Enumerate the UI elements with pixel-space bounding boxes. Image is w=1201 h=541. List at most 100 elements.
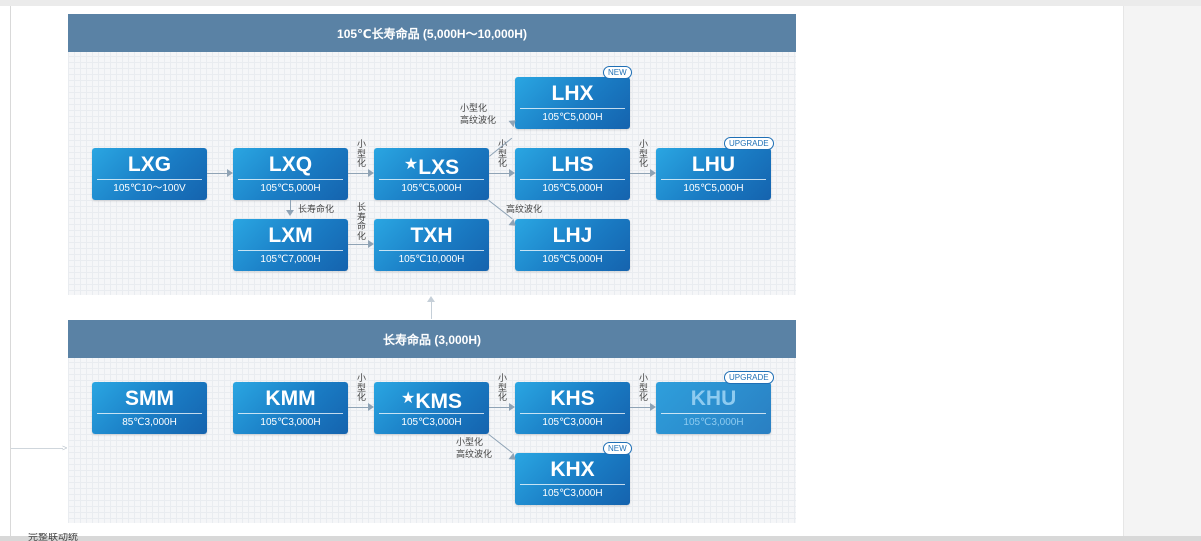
arrow-kmm-kms bbox=[348, 407, 368, 408]
product-smm-name: SMM bbox=[125, 387, 174, 410]
new-badge: NEW bbox=[603, 442, 632, 455]
bottom-series-panel: 长寿命品 (3,000H) SMM 85℃3,000H KMM 105℃3,00… bbox=[68, 320, 796, 523]
product-lhj-name: LHJ bbox=[552, 224, 593, 247]
bottom-section-title: 长寿命品 (3,000H) bbox=[68, 320, 796, 358]
right-panel bbox=[1123, 6, 1201, 536]
footer-text: 完整联动统 bbox=[28, 533, 78, 541]
product-khs-spec: 105℃3,000H bbox=[542, 417, 603, 428]
bottom-bar bbox=[0, 536, 1201, 541]
product-lxm-name: LXM bbox=[268, 224, 313, 247]
product-lhu[interactable]: LHU 105℃5,000H bbox=[656, 148, 771, 200]
arrow-lxg-lxq bbox=[207, 173, 227, 174]
arrow-head-icon bbox=[227, 169, 233, 177]
upgrade-badge: UPGRADE bbox=[724, 137, 774, 150]
new-badge: NEW bbox=[603, 66, 632, 79]
arrow-head-icon bbox=[650, 169, 656, 177]
arrow-lxs-lhs bbox=[489, 173, 509, 174]
product-smm-spec: 85℃3,000H bbox=[122, 417, 177, 428]
product-kmm[interactable]: KMM 105℃3,000H bbox=[233, 382, 348, 434]
product-txh[interactable]: TXH 105℃10,000H bbox=[374, 219, 489, 271]
product-kms-name: ★KMS bbox=[400, 390, 462, 413]
product-lhx-name: LHX bbox=[551, 82, 594, 105]
star-icon: ★ bbox=[403, 156, 419, 173]
divider bbox=[238, 250, 343, 251]
high-ripple-label: 高纹波化 bbox=[460, 115, 497, 125]
product-khx[interactable]: KHX 105℃3,000H bbox=[515, 453, 630, 505]
arrow-head-icon bbox=[509, 403, 515, 411]
star-icon: ★ bbox=[400, 390, 416, 407]
product-kmm-spec: 105℃3,000H bbox=[260, 417, 321, 428]
long-life-label: 长寿命化 bbox=[298, 204, 335, 214]
high-ripple-label: 高纹波化 bbox=[456, 449, 493, 459]
miniaturize-label: 小型化 bbox=[357, 373, 367, 402]
left-divider bbox=[10, 6, 11, 536]
product-khu-name: KHU bbox=[690, 387, 737, 410]
arrow-head-icon bbox=[650, 403, 656, 411]
product-lxg-name: LXG bbox=[127, 153, 172, 176]
divider bbox=[661, 179, 766, 180]
product-lhs-spec: 105℃5,000H bbox=[542, 183, 603, 194]
product-khu-spec: 105℃3,000H bbox=[683, 417, 744, 428]
product-lhs-name: LHS bbox=[551, 153, 594, 176]
product-lhs[interactable]: LHS 105℃5,000H bbox=[515, 148, 630, 200]
product-txh-spec: 105℃10,000H bbox=[398, 254, 465, 265]
arrow-head-icon bbox=[368, 240, 374, 248]
product-kms-spec: 105℃3,000H bbox=[401, 417, 462, 428]
arrow-head-icon bbox=[286, 210, 294, 216]
miniaturize-label: 小型化 bbox=[357, 139, 367, 168]
divider bbox=[238, 413, 343, 414]
miniaturize-label: 小型化 bbox=[498, 373, 508, 402]
product-lhu-name: LHU bbox=[691, 153, 736, 176]
product-lxm-spec: 105℃7,000H bbox=[260, 254, 321, 265]
section-connector bbox=[431, 302, 432, 319]
product-khx-spec: 105℃3,000H bbox=[542, 488, 603, 499]
product-lxg[interactable]: LXG 105℃10～100V bbox=[92, 148, 207, 200]
divider bbox=[238, 179, 343, 180]
divider bbox=[520, 179, 625, 180]
product-kms[interactable]: ★KMS 105℃3,000H bbox=[374, 382, 489, 434]
top-series-panel: 105℃长寿命品 (5,000H～10,000H) LHX 105℃5,000H… bbox=[68, 14, 796, 295]
mini-label: 小型化 bbox=[456, 437, 484, 447]
product-khs-name: KHS bbox=[550, 387, 595, 410]
divider bbox=[97, 179, 202, 180]
top-section-title: 105℃长寿命品 (5,000H～10,000H) bbox=[68, 14, 796, 52]
product-lhx-spec: 105℃5,000H bbox=[542, 112, 603, 123]
product-lhu-spec: 105℃5,000H bbox=[683, 183, 744, 194]
divider bbox=[379, 179, 484, 180]
product-lxs-name: ★LXS bbox=[403, 156, 460, 179]
divider bbox=[379, 250, 484, 251]
product-lxs-spec: 105℃5,000H bbox=[401, 183, 462, 194]
product-lxq[interactable]: LXQ 105℃5,000H bbox=[233, 148, 348, 200]
product-lxm[interactable]: LXM 105℃7,000H bbox=[233, 219, 348, 271]
divider bbox=[661, 413, 766, 414]
upgrade-badge: UPGRADE bbox=[724, 371, 774, 384]
arrow-khs-khu bbox=[630, 407, 650, 408]
arrow-lxq-lxm bbox=[290, 200, 291, 210]
entry-connector bbox=[11, 448, 63, 449]
product-khu[interactable]: KHU 105℃3,000H bbox=[656, 382, 771, 434]
product-lxg-spec: 105℃10～100V bbox=[113, 183, 186, 194]
arrow-kms-khs bbox=[489, 407, 509, 408]
arrow-lxm-txh bbox=[348, 244, 368, 245]
product-lhx[interactable]: LHX 105℃5,000H bbox=[515, 77, 630, 129]
arrow-lhs-lhu bbox=[630, 173, 650, 174]
product-lxs[interactable]: ★LXS 105℃5,000H bbox=[374, 148, 489, 200]
arrow-head-icon bbox=[368, 169, 374, 177]
product-lhj-spec: 105℃5,000H bbox=[542, 254, 603, 265]
top-bar bbox=[0, 0, 1201, 6]
product-khs[interactable]: KHS 105℃3,000H bbox=[515, 382, 630, 434]
high-ripple-label: 高纹波化 bbox=[506, 204, 543, 214]
product-smm[interactable]: SMM 85℃3,000H bbox=[92, 382, 207, 434]
product-lhj[interactable]: LHJ 105℃5,000H bbox=[515, 219, 630, 271]
divider bbox=[379, 413, 484, 414]
divider bbox=[520, 108, 625, 109]
mini-label: 小型化 bbox=[460, 103, 488, 113]
divider bbox=[520, 484, 625, 485]
product-kmm-name: KMM bbox=[265, 387, 316, 410]
miniaturize-label: 小型化 bbox=[639, 373, 649, 402]
divider bbox=[520, 413, 625, 414]
arrow-kms-khx bbox=[488, 434, 513, 454]
product-lxq-spec: 105℃5,000H bbox=[260, 183, 321, 194]
arrow-head-icon bbox=[509, 169, 515, 177]
arrow-up-icon bbox=[427, 296, 435, 302]
